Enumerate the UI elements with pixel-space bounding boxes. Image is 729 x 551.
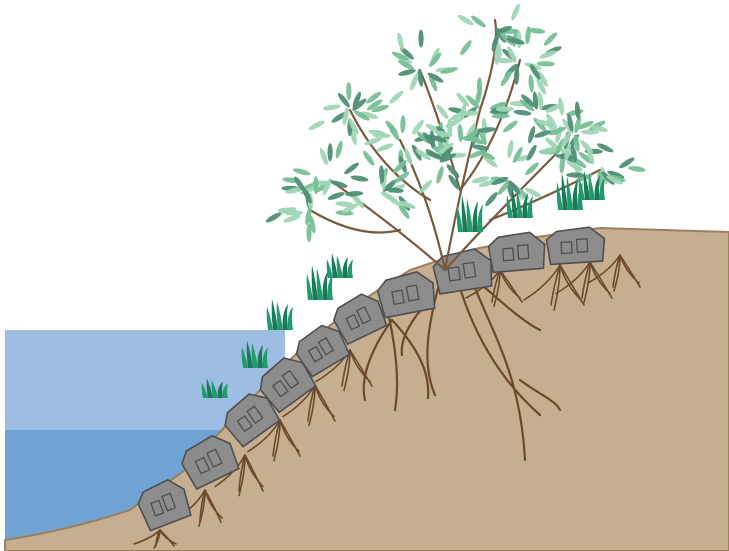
rock-body bbox=[546, 226, 606, 264]
rock bbox=[546, 226, 606, 264]
